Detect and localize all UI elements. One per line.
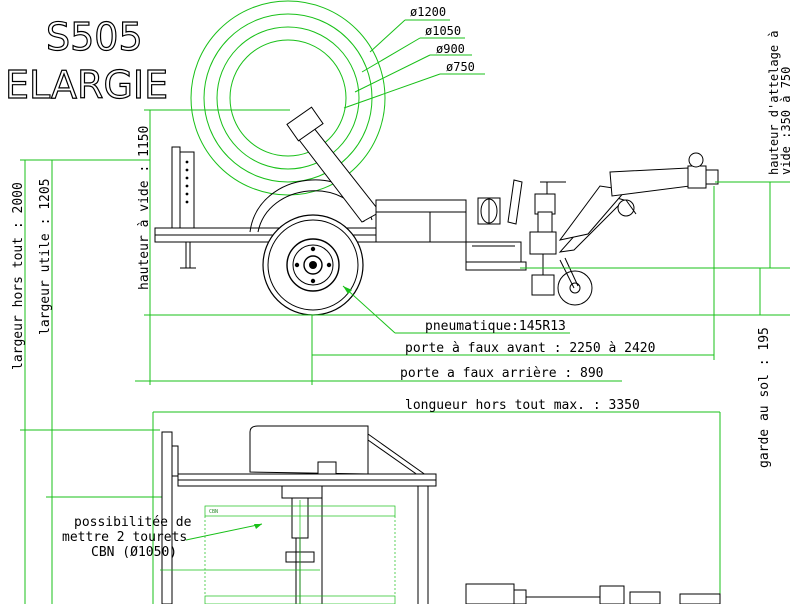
trailer-top-view bbox=[161, 425, 721, 604]
title-model: S505 bbox=[46, 15, 143, 59]
label-porte-faux-arriere: porte a faux arrière : 890 bbox=[400, 366, 604, 381]
label-hauteur-attelage-2: vide :350 à 750 bbox=[779, 67, 790, 175]
label-pneumatique: pneumatique:145R13 bbox=[425, 319, 566, 334]
note-line-2: mettre 2 tourets bbox=[62, 530, 187, 545]
label-garde-au-sol: garde au sol : 195 bbox=[757, 327, 772, 468]
diameter-label-1200: ø1200 bbox=[410, 5, 446, 19]
label-longueur-hors-tout: longueur hors tout max. : 3350 bbox=[405, 398, 640, 413]
note-block: possibilitée de mettre 2 tourets CBN (Ø1… bbox=[62, 515, 192, 560]
reel-circle-1050 bbox=[203, 13, 373, 183]
diameter-leaders bbox=[343, 19, 485, 109]
reel-circle-1200 bbox=[190, 0, 386, 196]
label-largeur-utile: largeur utile : 1205 bbox=[38, 178, 53, 335]
dimension-lines-top bbox=[152, 411, 721, 604]
reel-outlines bbox=[190, 0, 386, 196]
note-line-3: CBN (Ø1050) bbox=[91, 545, 177, 560]
label-cbn-small: CBN bbox=[209, 509, 218, 515]
dimension-lines-left bbox=[20, 159, 170, 604]
label-hauteur-attelage-1: hauteur d'attelage à bbox=[767, 31, 781, 176]
trailer-side-view bbox=[154, 106, 719, 306]
dimension-lines-side bbox=[135, 109, 790, 385]
diameter-label-900: ø900 bbox=[436, 42, 465, 56]
label-largeur-hors-tout: largeur hors tout : 2000 bbox=[11, 182, 26, 370]
diameter-label-750: ø750 bbox=[446, 60, 475, 74]
title-variant: ELARGIE bbox=[5, 63, 168, 107]
note-line-1: possibilitée de bbox=[74, 515, 192, 530]
reel-circle-750 bbox=[229, 39, 347, 157]
label-hauteur-a-vide: hauteur à vide : 1150 bbox=[137, 126, 152, 290]
main-wheel bbox=[262, 214, 364, 316]
diameter-label-1050: ø1050 bbox=[425, 24, 461, 38]
reel-circle-900 bbox=[216, 26, 360, 170]
label-porte-faux-avant: porte à faux avant : 2250 à 2420 bbox=[405, 341, 655, 356]
reel-footprint-top bbox=[160, 500, 396, 604]
